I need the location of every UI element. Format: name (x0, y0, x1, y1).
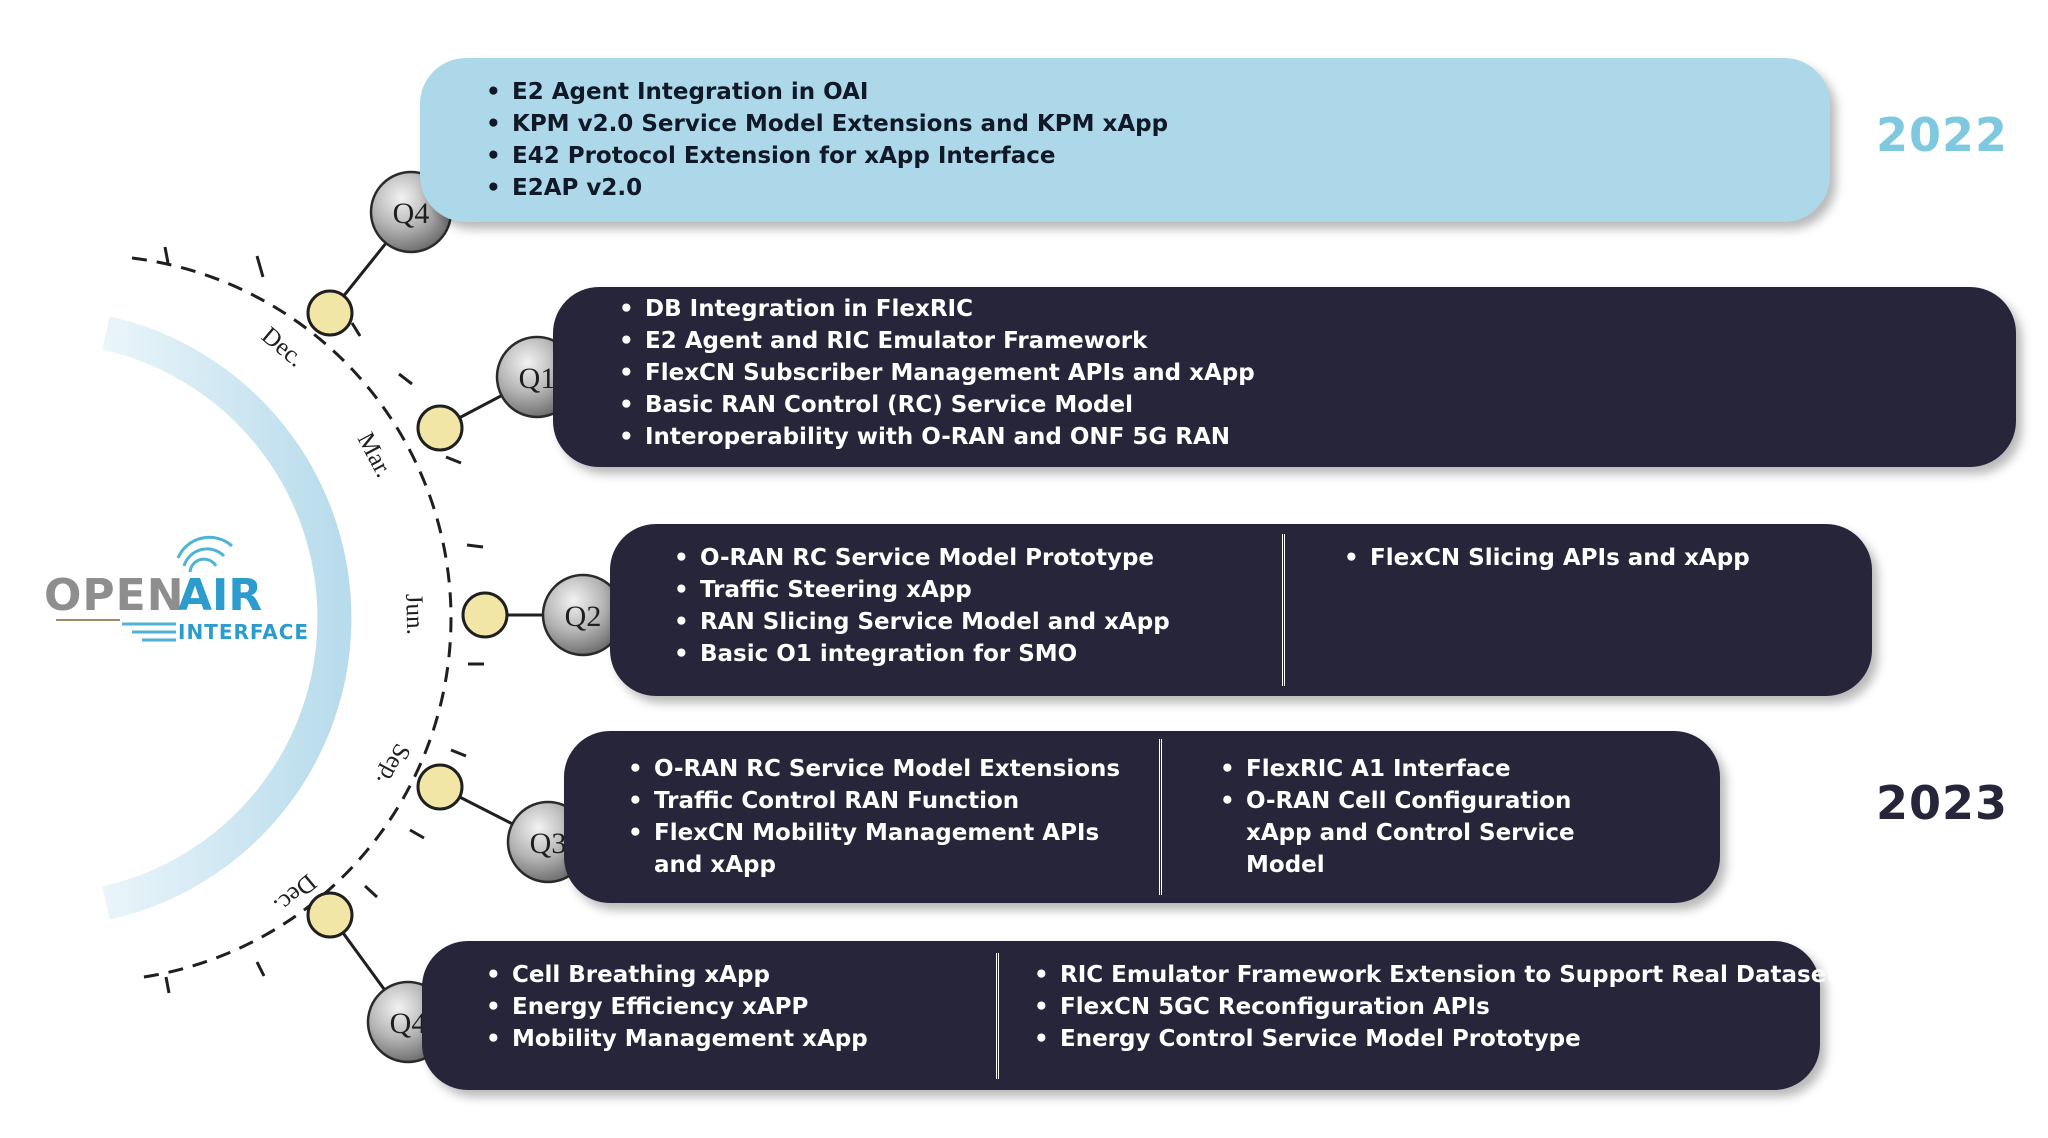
logo-air-text: AIR (178, 570, 263, 621)
list-item: FlexCN Slicing APIs and xApp (1340, 542, 1750, 574)
list-item: FlexCN 5GC Reconfiguration APIs (1030, 991, 1851, 1023)
quarter-label: Q4 (390, 1007, 427, 1040)
node-dec-2022 (306, 289, 354, 337)
list-item: O-RAN RC Service Model Prototype (670, 542, 1170, 574)
node-jun (461, 591, 509, 639)
list-item: E2 Agent Integration in OAI (482, 76, 1168, 108)
quarter-label: Q4 (393, 197, 430, 230)
column-divider (996, 953, 999, 1079)
quarter-box-2023-q3: O-RAN RC Service Model Extensions Traffi… (564, 731, 1720, 903)
logo-open-text: OPEN (44, 570, 185, 621)
month-label: Sep. (371, 739, 415, 790)
list-item: DB Integration in FlexRIC (615, 293, 1255, 325)
box-column: O-RAN RC Service Model Prototype Traffic… (670, 542, 1170, 670)
quarter-label: Q2 (565, 600, 602, 633)
node-sep (416, 763, 464, 811)
list-item: FlexCN Subscriber Management APIs and xA… (615, 357, 1255, 389)
dashed-arc (131, 256, 453, 980)
list-item: O-RAN Cell Configuration xApp and Contro… (1216, 785, 1616, 881)
list-item: E2AP v2.0 (482, 172, 1168, 204)
column-divider (1282, 534, 1285, 686)
quarter-box-2023-q4: Cell Breathing xApp Energy Efficiency xA… (422, 941, 1851, 1090)
list-item: FlexCN Mobility Management APIs and xApp (624, 817, 1144, 881)
month-label: Mar. (352, 428, 398, 482)
node-mar (416, 404, 464, 452)
arc-ticks (163, 246, 484, 994)
quarter-box-2023-q2: O-RAN RC Service Model Prototype Traffic… (610, 524, 1872, 696)
month-label: Jun. (400, 593, 428, 635)
list-item: Energy Efficiency xAPP (482, 991, 868, 1023)
year-label-2022: 2022 (1876, 108, 2009, 162)
list-item: Traffic Steering xApp (670, 574, 1170, 606)
list-item: O-RAN RC Service Model Extensions (624, 753, 1144, 785)
column-divider (1159, 739, 1162, 895)
box-column: FlexCN Slicing APIs and xApp (1340, 542, 1750, 574)
quarter-box-2023-q1: DB Integration in FlexRIC E2 Agent and R… (553, 287, 2016, 467)
list-item: Mobility Management xApp (482, 1023, 868, 1055)
list-item: FlexRIC A1 Interface (1216, 753, 1616, 785)
list-item: E42 Protocol Extension for xApp Interfac… (482, 140, 1168, 172)
logo-speed-lines (56, 619, 176, 642)
list-item: Cell Breathing xApp (482, 959, 868, 991)
quarter-box-2022-q4: E2 Agent Integration in OAI KPM v2.0 Ser… (420, 58, 1830, 222)
box-column: Cell Breathing xApp Energy Efficiency xA… (482, 959, 868, 1055)
year-label-2023: 2023 (1876, 776, 2009, 830)
logo-interface-text: INTERFACE (178, 620, 310, 644)
list-item: RAN Slicing Service Model and xApp (670, 606, 1170, 638)
glow-arc (102, 316, 352, 920)
box-column: DB Integration in FlexRIC E2 Agent and R… (615, 293, 1255, 453)
quarter-label: Q3 (530, 827, 567, 860)
list-item: Traffic Control RAN Function (624, 785, 1144, 817)
list-item: Basic O1 integration for SMO (670, 638, 1170, 670)
node-dec-2023 (306, 891, 354, 939)
quarter-label: Q1 (519, 362, 556, 395)
list-item: RIC Emulator Framework Extension to Supp… (1030, 959, 1851, 991)
list-item: Energy Control Service Model Prototype (1030, 1023, 1851, 1055)
box-column: FlexRIC A1 Interface O-RAN Cell Configur… (1216, 753, 1616, 881)
box-column: O-RAN RC Service Model Extensions Traffi… (624, 753, 1144, 881)
logo-wifi-icon (176, 535, 234, 573)
list-item: KPM v2.0 Service Model Extensions and KP… (482, 108, 1168, 140)
month-nodes (306, 289, 509, 939)
list-item: Basic RAN Control (RC) Service Model (615, 389, 1255, 421)
box-column: RIC Emulator Framework Extension to Supp… (1030, 959, 1851, 1055)
list-item: E2 Agent and RIC Emulator Framework (615, 325, 1255, 357)
month-label: Dec. (256, 322, 309, 373)
list-item: Interoperability with O-RAN and ONF 5G R… (615, 421, 1255, 453)
box-column: E2 Agent Integration in OAI KPM v2.0 Ser… (482, 76, 1168, 204)
